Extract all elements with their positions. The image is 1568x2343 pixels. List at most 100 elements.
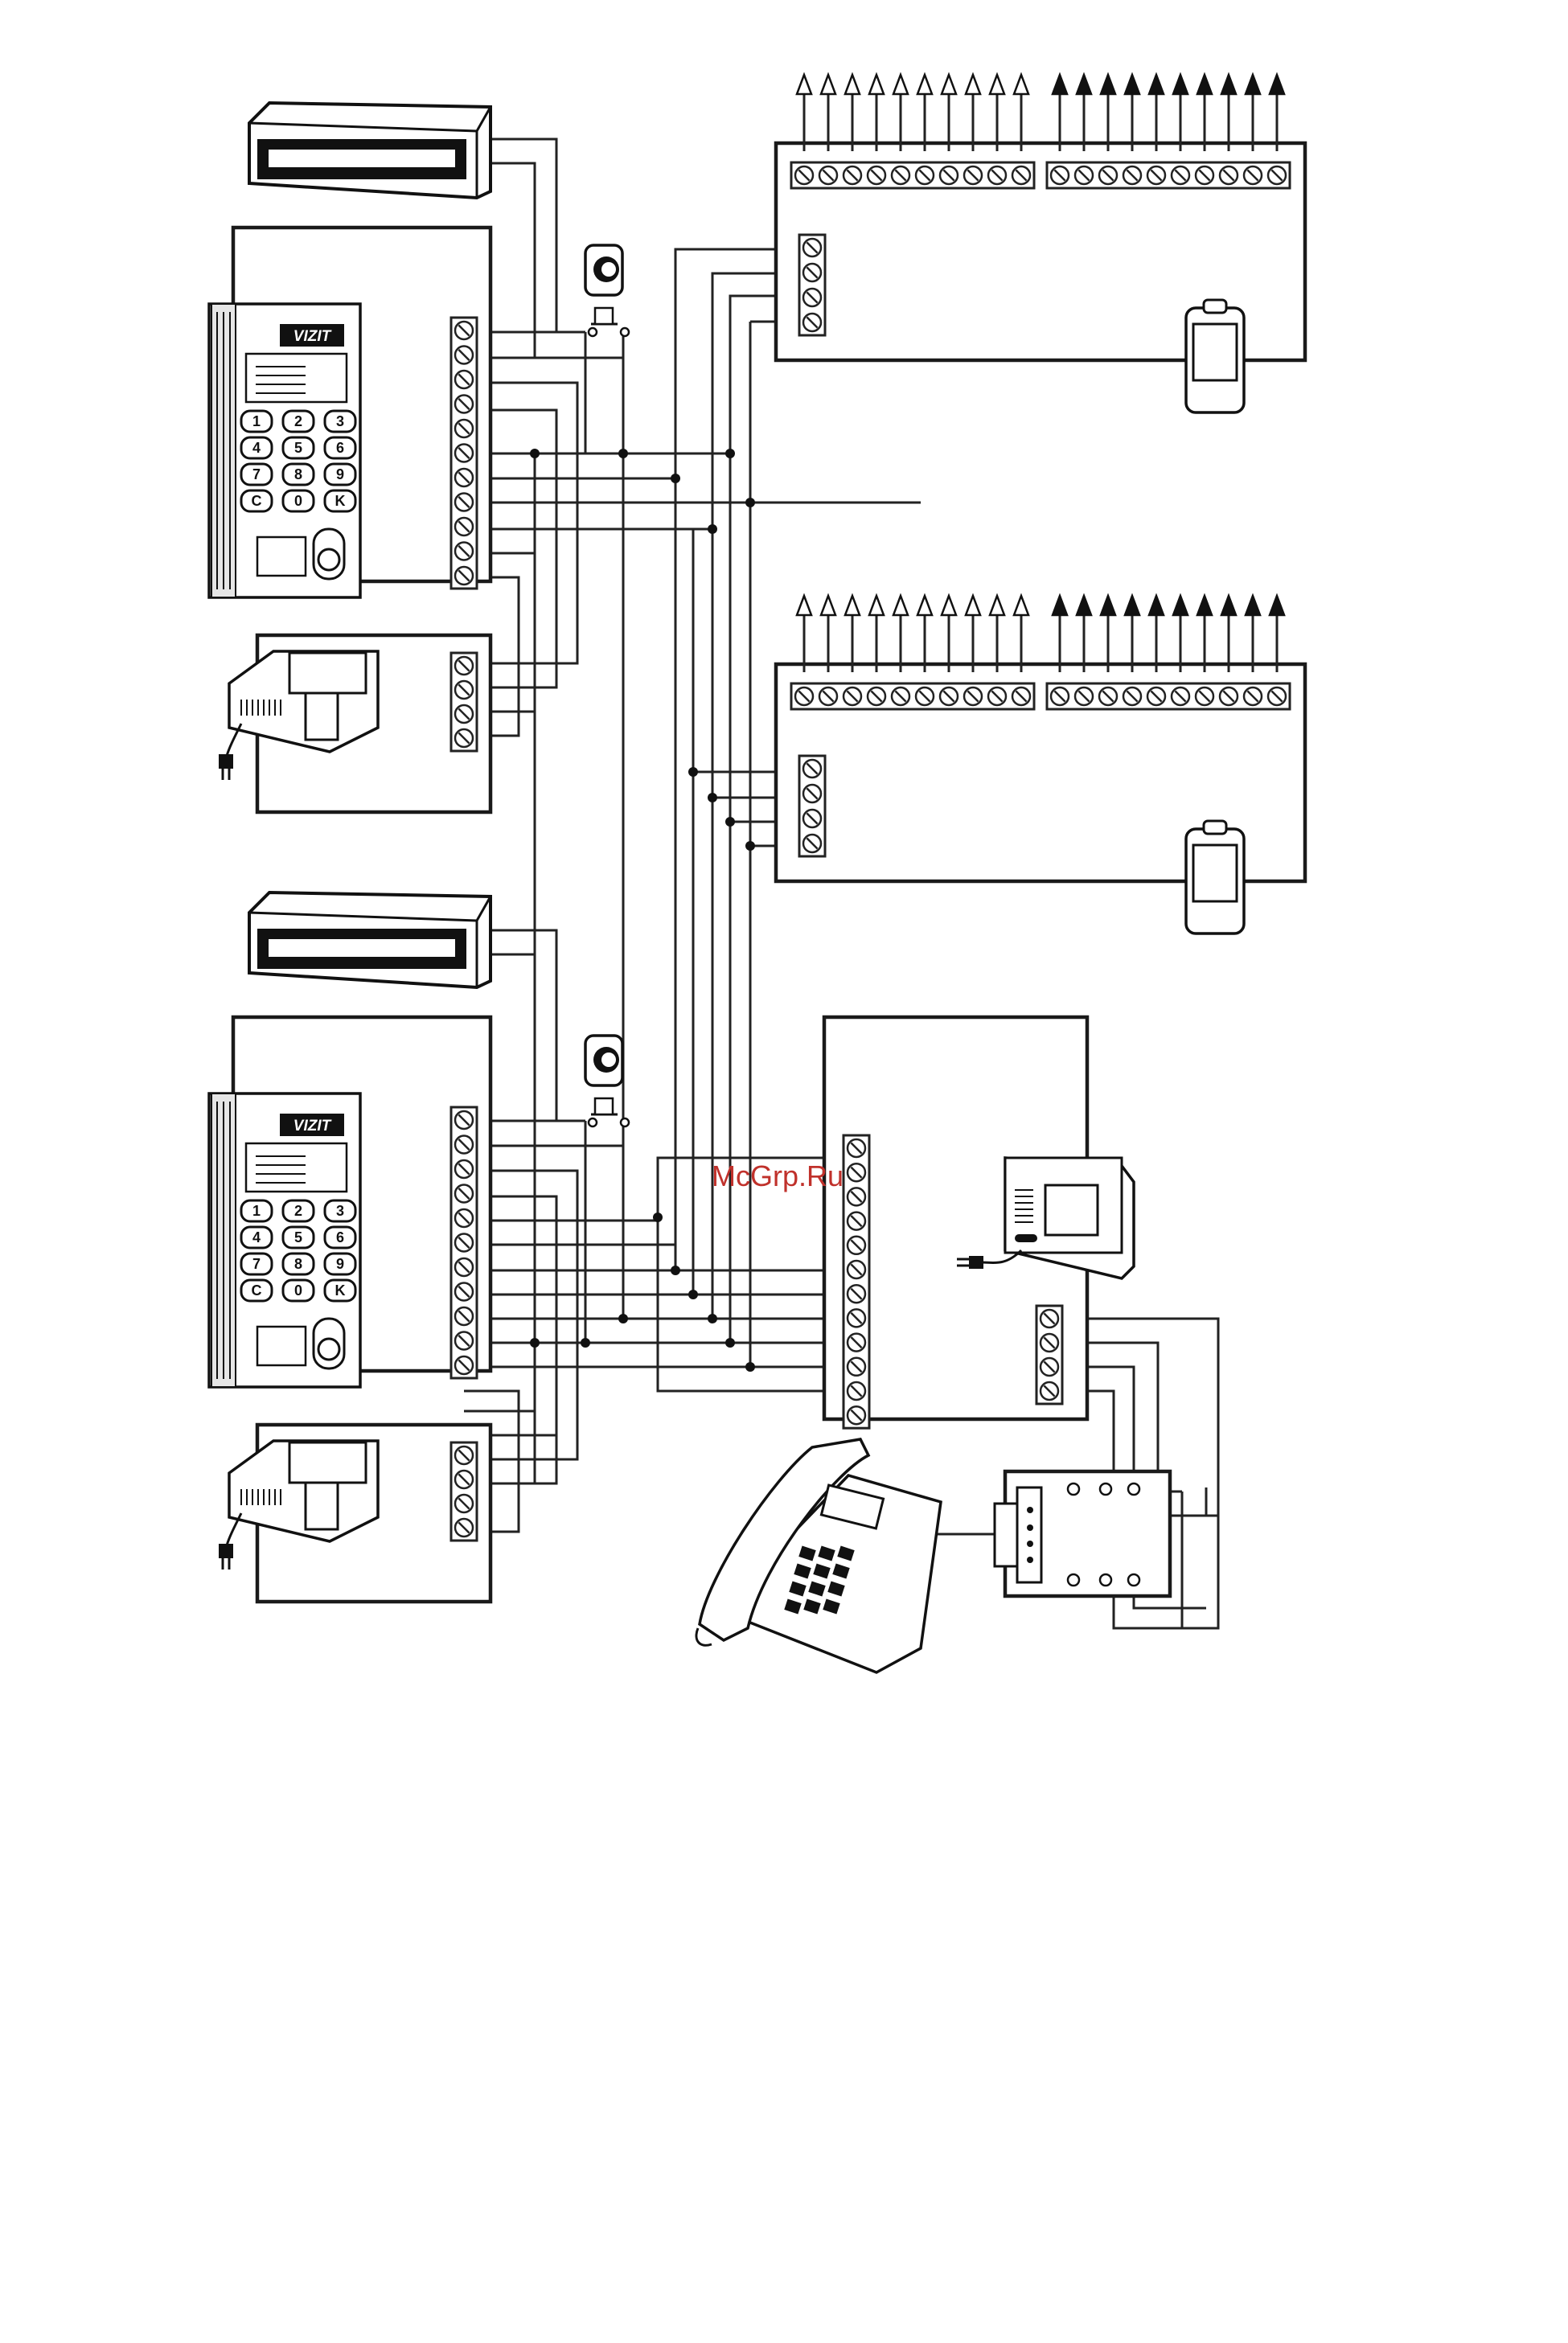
arrow-up-outline-icon bbox=[845, 596, 860, 672]
terminal-screw bbox=[455, 543, 473, 560]
terminal-screw bbox=[455, 681, 473, 699]
terminal-screw bbox=[819, 166, 837, 184]
junction-node bbox=[653, 1213, 663, 1222]
terminal-screw bbox=[940, 687, 958, 705]
terminal-screw bbox=[455, 347, 473, 364]
terminal-screw bbox=[916, 166, 934, 184]
terminal-strip bbox=[451, 1442, 477, 1541]
arrow-up-filled-icon bbox=[1246, 75, 1260, 151]
arrow-up-filled-icon bbox=[1149, 75, 1164, 151]
arrow-up-filled-icon bbox=[1246, 596, 1260, 672]
arrow-up-outline-icon bbox=[990, 596, 1004, 672]
terminal-strip bbox=[451, 653, 477, 751]
terminal-screw bbox=[455, 1495, 473, 1512]
terminal-screw bbox=[455, 1185, 473, 1203]
arrow-up-filled-icon bbox=[1125, 75, 1139, 151]
terminal-screw bbox=[1172, 687, 1189, 705]
arrow-up-filled-icon bbox=[1270, 596, 1284, 672]
terminal-screw bbox=[455, 1356, 473, 1374]
terminal-screw bbox=[1123, 687, 1141, 705]
arrow-up-outline-icon bbox=[869, 596, 884, 672]
terminal-screw bbox=[1220, 166, 1238, 184]
rfid-reader bbox=[257, 1327, 306, 1365]
junction-node bbox=[708, 1314, 717, 1323]
terminal-screw bbox=[455, 396, 473, 413]
terminal-screw bbox=[848, 1334, 865, 1352]
telephone-icon bbox=[696, 1439, 941, 1672]
arrow-up-outline-icon bbox=[1014, 596, 1028, 672]
terminal-screw bbox=[1147, 687, 1165, 705]
keypad-key-label: 9 bbox=[336, 466, 344, 482]
arrow-up-filled-icon bbox=[1125, 596, 1139, 672]
terminal-screw bbox=[455, 420, 473, 437]
arrow-up-outline-icon bbox=[942, 596, 956, 672]
wire bbox=[1182, 1319, 1218, 1628]
terminal-screw bbox=[455, 494, 473, 511]
terminal-screw bbox=[1041, 1310, 1058, 1327]
arrow-up-outline-icon bbox=[942, 75, 956, 151]
terminal-screw bbox=[1041, 1382, 1058, 1400]
terminal-screw bbox=[1012, 166, 1030, 184]
terminal-screw bbox=[455, 1307, 473, 1325]
terminal-screw bbox=[455, 1283, 473, 1301]
arrow-up-outline-icon bbox=[893, 596, 908, 672]
terminal-screw bbox=[1244, 166, 1262, 184]
wire bbox=[730, 296, 776, 453]
keypad-key-label: C bbox=[252, 493, 262, 509]
keypad-key-label: 0 bbox=[294, 493, 302, 509]
push-button-icon bbox=[585, 245, 629, 336]
terminal-screw bbox=[1220, 687, 1238, 705]
terminal-strip bbox=[451, 1107, 477, 1378]
junction-node bbox=[688, 767, 698, 777]
keypad-key-label: 6 bbox=[336, 1229, 344, 1245]
keypad-key-label: 4 bbox=[252, 1229, 261, 1245]
terminal-screw bbox=[1012, 687, 1030, 705]
terminal-screw bbox=[455, 1332, 473, 1350]
arrow-up-filled-icon bbox=[1197, 75, 1212, 151]
terminal-strip bbox=[451, 318, 477, 589]
terminal-screw bbox=[803, 239, 821, 256]
junction-node bbox=[618, 1314, 628, 1323]
terminal-screw bbox=[455, 1446, 473, 1464]
terminal-screw bbox=[803, 264, 821, 281]
keypad-key-label: 6 bbox=[336, 440, 344, 456]
terminal-screw bbox=[988, 166, 1006, 184]
terminal-strip bbox=[1047, 162, 1290, 188]
terminal-screw bbox=[1196, 687, 1213, 705]
terminal-screw bbox=[892, 687, 909, 705]
keypad-key-label: K bbox=[335, 493, 346, 509]
terminal-screw bbox=[848, 1213, 865, 1230]
junction-node bbox=[688, 1290, 698, 1299]
terminal-screw bbox=[455, 1136, 473, 1154]
keypad-key-label: 7 bbox=[252, 1256, 261, 1272]
terminal-screw bbox=[1075, 687, 1093, 705]
keypad-key-label: 9 bbox=[336, 1256, 344, 1272]
junction-node bbox=[671, 1266, 680, 1275]
panel-brand-label: VIZIT bbox=[293, 1118, 332, 1135]
arrow-up-filled-icon bbox=[1221, 596, 1236, 672]
arrow-up-outline-icon bbox=[797, 596, 811, 672]
keypad-key-label: 7 bbox=[252, 466, 261, 482]
arrow-up-filled-icon bbox=[1101, 596, 1115, 672]
arrow-up-filled-icon bbox=[1077, 596, 1091, 672]
terminal-screw bbox=[455, 445, 473, 462]
keypad-key-label: 3 bbox=[336, 1203, 344, 1219]
terminal-strip bbox=[791, 162, 1034, 188]
arrow-up-outline-icon bbox=[966, 75, 980, 151]
rfid-key-fob-icon bbox=[1186, 821, 1244, 934]
terminal-screw bbox=[819, 687, 837, 705]
terminal-screw bbox=[455, 1111, 473, 1129]
arrow-up-filled-icon bbox=[1173, 596, 1188, 672]
terminal-screw bbox=[803, 785, 821, 802]
junction-node bbox=[725, 1338, 735, 1348]
maglock-icon bbox=[249, 892, 491, 987]
terminal-screw bbox=[455, 1471, 473, 1488]
terminal-screw bbox=[455, 1258, 473, 1276]
terminal-screw bbox=[1268, 166, 1286, 184]
terminal-screw bbox=[848, 1237, 865, 1254]
keypad-key-label: K bbox=[335, 1282, 346, 1299]
junction-node bbox=[530, 1338, 540, 1348]
terminal-screw bbox=[848, 1285, 865, 1303]
